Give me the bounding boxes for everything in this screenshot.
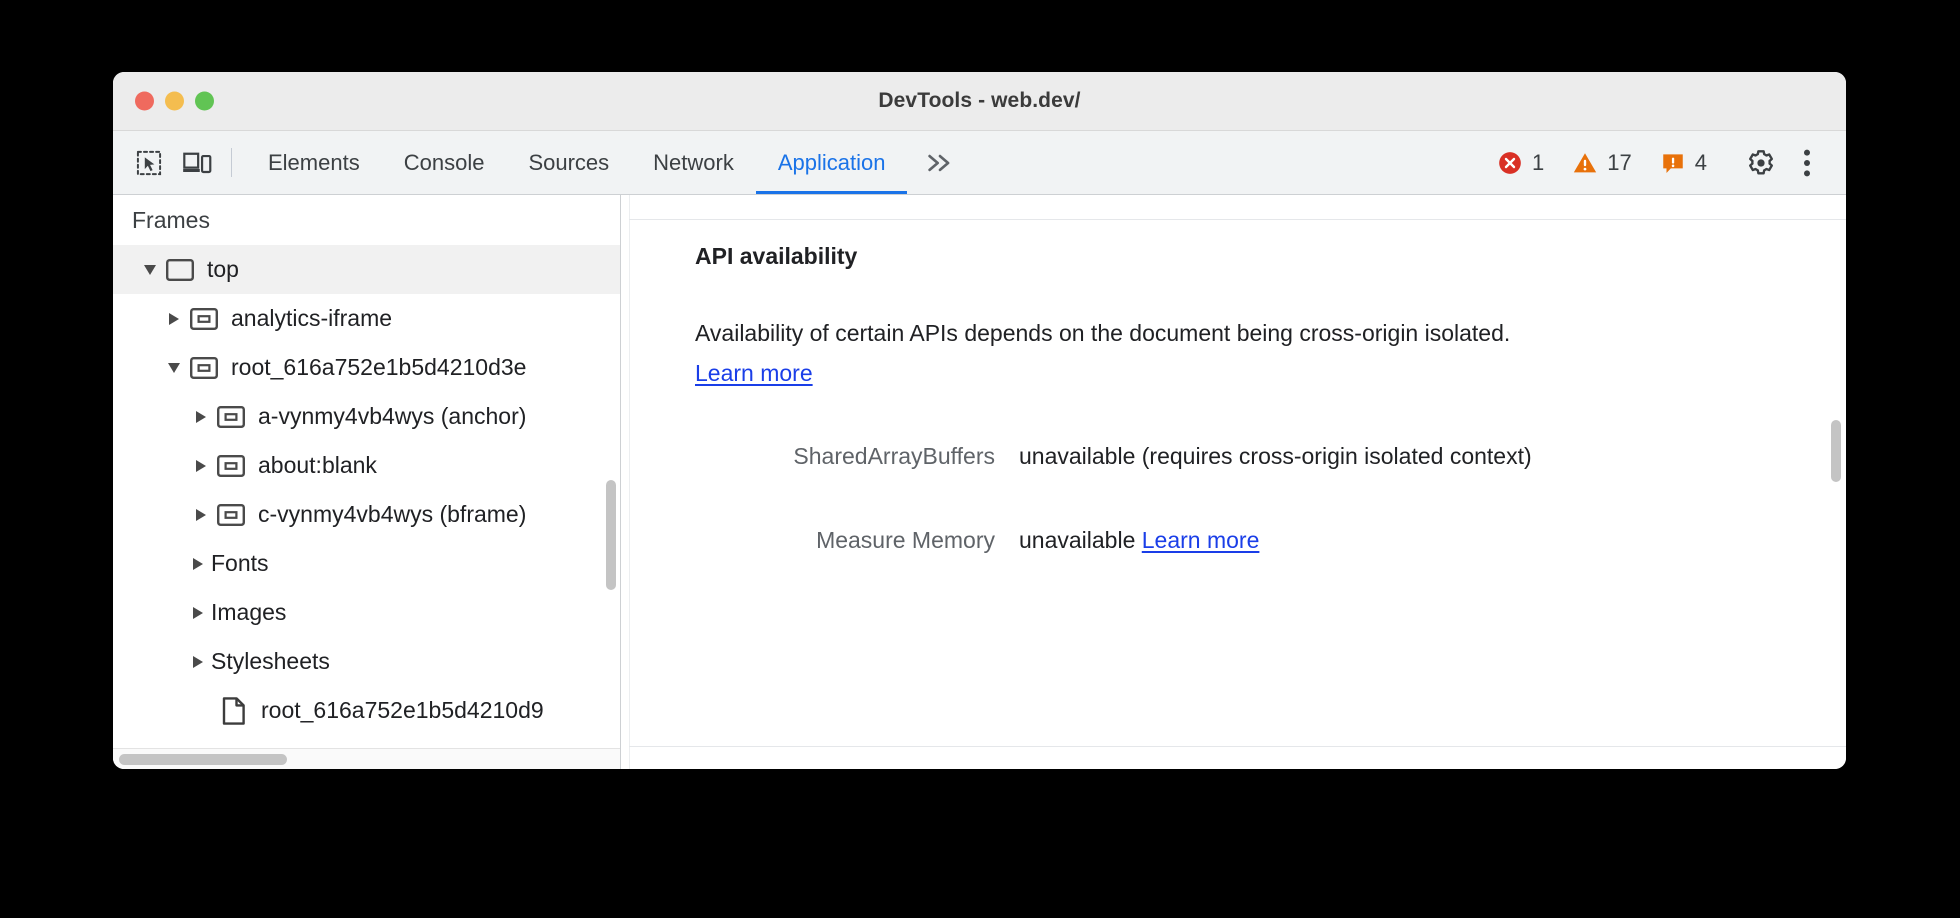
iframe-icon [187,356,221,379]
tree-item-bframe[interactable]: c-vynmy4vb4wys (bframe) [113,490,620,539]
frames-sidebar: Frames top [113,195,621,769]
issue-count: 4 [1694,149,1707,175]
issue-icon [1660,150,1686,176]
tree-item-label: top [207,256,239,282]
tree-item-label: about:blank [258,452,377,478]
issue-counter[interactable]: 4 [1646,150,1721,176]
more-tabs-chevron-icon[interactable] [907,131,969,194]
frame-top-icon [163,258,197,281]
description-text: Availability of certain APIs depends on … [695,320,1511,346]
tree-item-label: Stylesheets [211,648,330,674]
minimize-window-button[interactable] [165,91,184,111]
tab-application[interactable]: Application [755,131,908,194]
tree-item-label: c-vynmy4vb4wys (bframe) [258,501,527,527]
twisty-right-icon[interactable] [161,312,187,325]
devtools-body: Frames top [113,195,1846,769]
panel-left-edge [629,195,630,769]
toolbar-divider [231,148,232,177]
row-value-text: unavailable (requires cross-origin isola… [1019,443,1532,470]
error-icon [1497,150,1523,176]
iframe-icon [214,503,248,526]
row-value-shared-array-buffers: unavailable (requires cross-origin isola… [1019,437,1806,521]
sidebar-horizontal-scrollbar[interactable] [113,748,620,769]
devtools-toolbar: Elements Console Sources Network Applica… [113,131,1846,195]
twisty-right-icon[interactable] [188,410,214,423]
tree-item-root-frame[interactable]: root_616a752e1b5d4210d3e [113,343,620,392]
window-title: DevTools - web.dev/ [878,89,1081,112]
learn-more-link-description[interactable]: Learn more [695,359,813,386]
inspect-element-icon[interactable] [125,131,173,194]
tree-item-top[interactable]: top [113,245,620,294]
frame-details-inner: API availability Availability of certain… [621,195,1846,769]
section-divider-bottom [629,746,1846,747]
tree-item-analytics-iframe[interactable]: analytics-iframe [113,294,620,343]
twisty-right-icon[interactable] [185,655,211,668]
twisty-right-icon[interactable] [185,606,211,619]
api-availability-section: API availability Availability of certain… [695,243,1806,604]
traffic-lights [135,91,214,111]
devtools-window: DevTools - web.dev/ Elements Console Sou… [113,72,1846,769]
document-icon [217,696,251,725]
toolbar-spacer [969,131,1483,194]
device-toolbar-icon[interactable] [173,131,221,194]
tree-item-label: root_616a752e1b5d4210d9 [261,697,544,723]
iframe-icon [214,454,248,477]
tree-item-fonts[interactable]: Fonts [113,539,620,588]
twisty-right-icon[interactable] [188,508,214,521]
close-window-button[interactable] [135,91,154,111]
iframe-icon [214,405,248,428]
status-counters: 1 17 [1483,131,1830,194]
error-count: 1 [1532,149,1545,175]
learn-more-link-measure-memory[interactable]: Learn more [1141,526,1260,553]
twisty-right-icon[interactable] [185,557,211,570]
warning-counter[interactable]: 17 [1558,150,1645,176]
tree-item-label: Images [211,599,287,625]
tree-item-label: root_616a752e1b5d4210d3e [231,354,527,380]
twisty-right-icon[interactable] [188,459,214,472]
tab-sources[interactable]: Sources [528,149,610,175]
row-label-measure-memory: Measure Memory [816,526,995,553]
section-description: Availability of certain APIs depends on … [695,314,1550,393]
tree-item-document[interactable]: root_616a752e1b5d4210d9 [113,686,620,735]
warning-count: 17 [1607,149,1632,175]
tree-item-anchor-frame[interactable]: a-vynmy4vb4wys (anchor) [113,392,620,441]
iframe-icon [187,307,221,330]
tab-elements[interactable]: Elements [268,149,360,175]
tree-item-label: a-vynmy4vb4wys (anchor) [258,403,527,429]
tree-item-label: Fonts [211,550,269,576]
warning-icon [1572,150,1598,176]
error-counter[interactable]: 1 [1483,150,1558,176]
frame-details-panel: API availability Availability of certain… [621,195,1846,769]
tree-item-images[interactable]: Images [113,588,620,637]
sidebar-vertical-scrollbar[interactable] [606,480,616,590]
window-titlebar: DevTools - web.dev/ [113,72,1846,131]
tab-network[interactable]: Network [653,149,734,175]
section-heading: API availability [695,243,858,269]
api-availability-table: SharedArrayBuffers unavailable (requires… [695,437,1806,604]
tree-item-about-blank[interactable]: about:blank [113,441,620,490]
section-divider-top [629,219,1846,220]
gear-icon[interactable] [1738,148,1784,178]
tree-item-label: analytics-iframe [231,305,393,331]
main-vertical-scrollbar[interactable] [1831,420,1841,482]
sidebar-header-frames: Frames [132,206,210,233]
tree-item-stylesheets[interactable]: Stylesheets [113,637,620,686]
panel-tabs: Elements Console Sources Network Applica… [246,131,908,194]
sidebar-horizontal-scrollbar-thumb[interactable] [119,754,287,765]
frames-tree: top analytics-iframe [113,245,620,735]
twisty-down-icon[interactable] [137,264,163,275]
maximize-window-button[interactable] [195,91,214,111]
tab-console[interactable]: Console [403,149,485,175]
kebab-menu-icon[interactable] [1784,148,1830,178]
row-value-text: unavailable [1019,526,1142,553]
table-row: Measure Memory unavailable Learn more [695,521,1806,605]
row-value-measure-memory: unavailable Learn more [1019,521,1806,605]
row-label-shared-array-buffers: SharedArrayBuffers [793,443,995,470]
twisty-down-icon[interactable] [161,362,187,373]
table-row: SharedArrayBuffers unavailable (requires… [695,437,1806,521]
